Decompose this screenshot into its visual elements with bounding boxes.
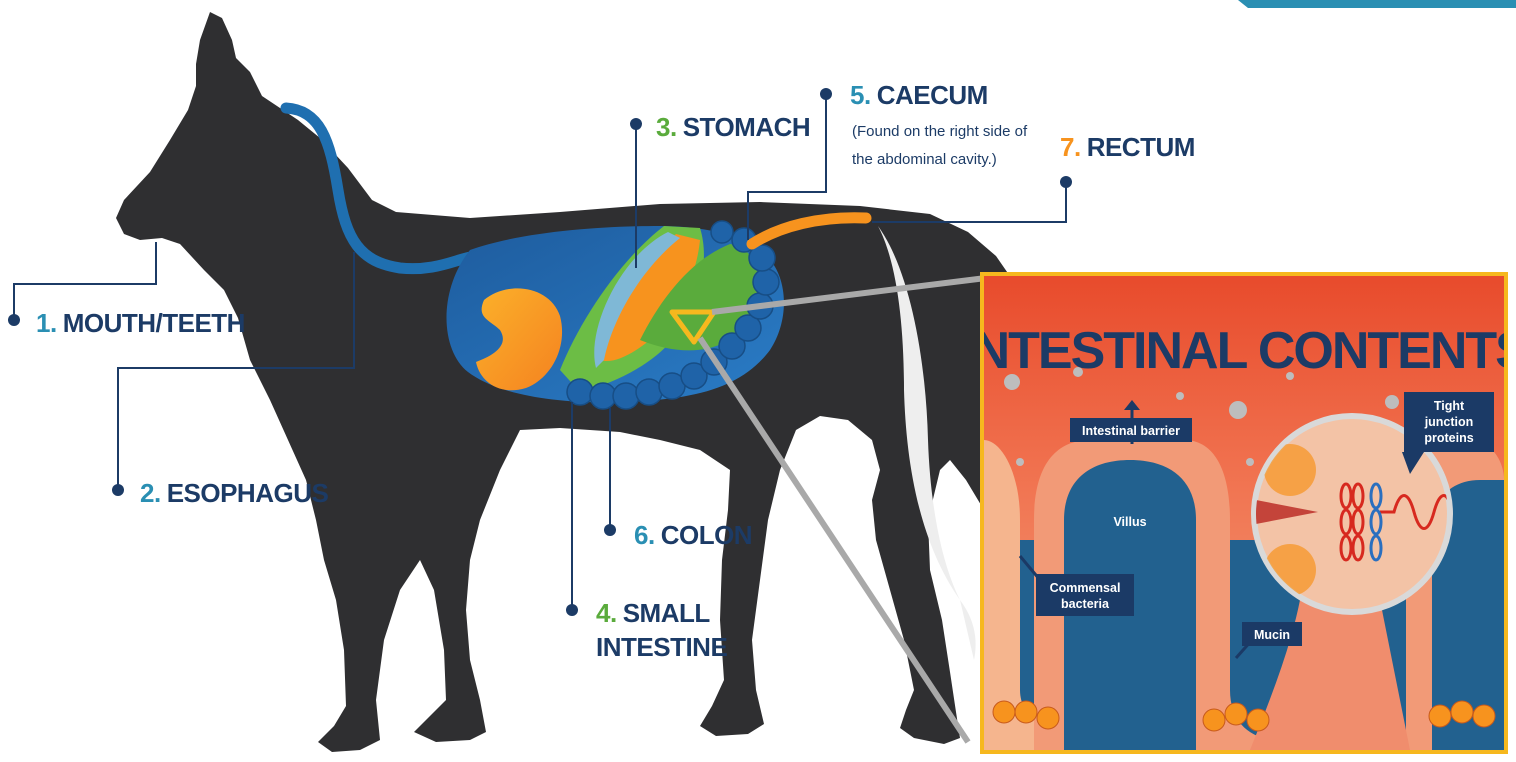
- svg-text:bacteria: bacteria: [1061, 597, 1110, 611]
- svg-text:Commensal: Commensal: [1050, 581, 1121, 595]
- label-esophagus: 2.ESOPHAGUS: [140, 478, 328, 508]
- label-caecum: 5.CAECUM: [850, 80, 988, 110]
- corner-tab: [1238, 0, 1516, 8]
- svg-text:junction: junction: [1424, 415, 1474, 429]
- svg-text:Tight: Tight: [1434, 399, 1465, 413]
- label-villus: Villus: [1113, 515, 1146, 529]
- label-small-intestine-2: INTESTINE: [596, 632, 727, 662]
- label-colon: 6.COLON: [634, 520, 752, 550]
- intestinal-inset: INTESTINAL CONTENTS: [960, 272, 1516, 754]
- inset-title: INTESTINAL CONTENTS: [960, 322, 1516, 380]
- svg-text:Mucin: Mucin: [1254, 628, 1290, 642]
- caecum-note-2: the abdominal cavity.): [852, 151, 997, 168]
- svg-text:proteins: proteins: [1424, 431, 1473, 445]
- svg-text:Intestinal barrier: Intestinal barrier: [1082, 424, 1180, 438]
- label-stomach: 3.STOMACH: [656, 112, 810, 142]
- digestive-organs: [447, 221, 784, 409]
- caecum-note-1: (Found on the right side of: [852, 123, 1028, 140]
- label-small-intestine: 4.SMALL: [596, 598, 710, 628]
- label-rectum: 7.RECTUM: [1060, 132, 1195, 162]
- label-mouth: 1.MOUTH/TEETH: [36, 308, 245, 338]
